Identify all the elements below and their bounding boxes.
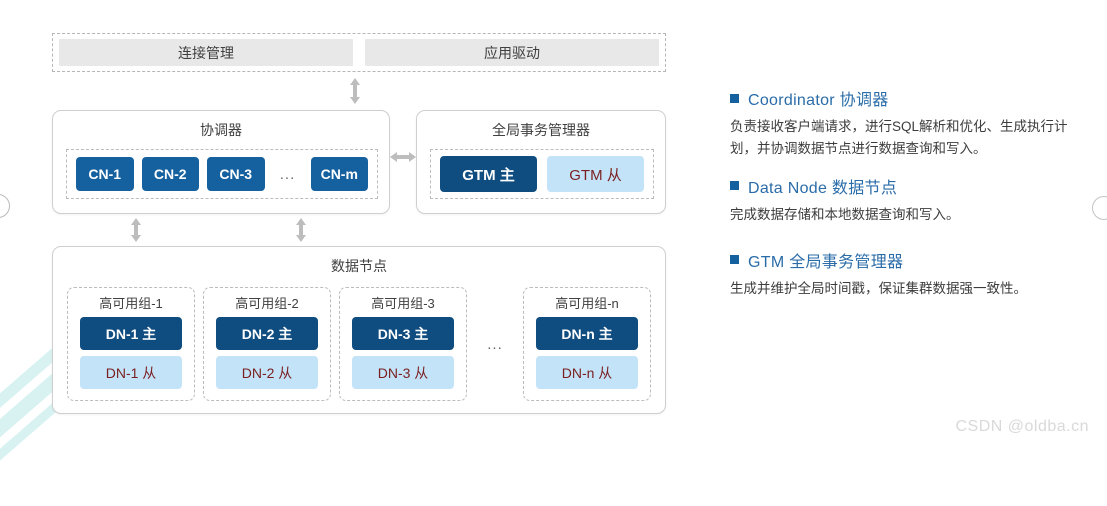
ha-group-n-label: 高可用组-n (555, 296, 619, 311)
ha-group-3-label: 高可用组-3 (371, 296, 435, 311)
ha-group-ellipsis: ... (487, 335, 503, 353)
node-dn-3-standby[interactable]: DN-3 从 (352, 356, 454, 389)
square-bullet-icon (730, 255, 739, 265)
legend-item-coordinator-title: Coordinator 协调器 (748, 92, 889, 109)
access-chip-connection-management[interactable]: 连接管理 (59, 39, 353, 66)
node-cn-1[interactable]: CN-1 (76, 157, 134, 191)
legend-item-gtm-desc: 生成并维护全局时间戳，保证集群数据强一致性。 (730, 280, 1027, 296)
ha-group-3[interactable]: 高可用组-3 DN-3 主 DN-3 从 (339, 287, 467, 401)
legend-item-gtm: GTM 全局事务管理器 生成并维护全局时间戳，保证集群数据强一致性。 (730, 248, 1070, 300)
node-gtm-primary[interactable]: GTM 主 (440, 156, 537, 192)
ha-group-n[interactable]: 高可用组-n DN-n 主 DN-n 从 (523, 287, 651, 401)
legend-item-datanode-head: Data Node 数据节点 (730, 174, 1070, 198)
coordinator-title: 协调器 (200, 122, 242, 138)
legend-item-gtm-title: GTM 全局事务管理器 (748, 253, 904, 271)
node-cn-m[interactable]: CN-m (310, 157, 368, 191)
legend-item-datanode-title: Data Node 数据节点 (748, 179, 898, 197)
legend-panel: Coordinator 协调器 负责接收客户端请求，进行SQL解析和优化、生成执… (730, 86, 1070, 313)
gtm-title: 全局事务管理器 (492, 122, 590, 138)
legend-item-datanode-desc: 完成数据存储和本地数据查询和写入。 (730, 206, 960, 222)
node-dn-2-standby[interactable]: DN-2 从 (216, 356, 318, 389)
node-dn-2-primary[interactable]: DN-2 主 (216, 317, 318, 350)
coordinator-ellipsis: ... (279, 165, 296, 183)
node-cn-3[interactable]: CN-3 (207, 157, 265, 191)
ha-group-2-label: 高可用组-2 (235, 296, 299, 311)
legend-item-datanode: Data Node 数据节点 完成数据存储和本地数据查询和写入。 (730, 174, 1070, 226)
ha-group-1-label: 高可用组-1 (99, 296, 163, 311)
legend-item-coordinator: Coordinator 协调器 负责接收客户端请求，进行SQL解析和优化、生成执… (730, 86, 1070, 160)
arrow-access-coordinator-icon (348, 78, 362, 104)
datanode-panel: 数据节点 高可用组-1 DN-1 主 DN-1 从 高可用组-2 DN-2 主 … (52, 246, 666, 414)
node-gtm-standby[interactable]: GTM 从 (547, 156, 644, 192)
datanode-title: 数据节点 (331, 258, 387, 274)
legend-item-coordinator-desc: 负责接收客户端请求，进行SQL解析和优化、生成执行计划，并协调数据节点进行数据查… (730, 119, 1068, 156)
ha-group-row: 高可用组-1 DN-1 主 DN-1 从 高可用组-2 DN-2 主 DN-2 … (67, 287, 651, 401)
node-dn-n-standby[interactable]: DN-n 从 (536, 356, 638, 389)
gtm-node-row: GTM 主 GTM 从 (430, 149, 654, 199)
coordinator-node-row: CN-1 CN-2 CN-3 ... CN-m (66, 149, 378, 199)
ha-group-2[interactable]: 高可用组-2 DN-2 主 DN-2 从 (203, 287, 331, 401)
node-dn-3-primary[interactable]: DN-3 主 (352, 317, 454, 350)
arrow-coordinator-datanode-left-icon (129, 218, 143, 242)
access-layer-container: 连接管理 应用驱动 (52, 33, 666, 72)
access-chip-application-driver[interactable]: 应用驱动 (365, 39, 659, 66)
node-dn-n-primary[interactable]: DN-n 主 (536, 317, 638, 350)
architecture-diagram: 连接管理 应用驱动 协调器 CN-1 CN-2 CN-3 ... CN-m 全局… (52, 33, 666, 414)
node-dn-1-standby[interactable]: DN-1 从 (80, 356, 182, 389)
arrow-coordinator-datanode-right-icon (294, 218, 308, 242)
legend-item-gtm-head: GTM 全局事务管理器 (730, 248, 1070, 272)
square-bullet-icon (730, 181, 739, 191)
decorative-circle-right (1092, 196, 1107, 220)
watermark: CSDN @oldba.cn (955, 418, 1089, 435)
square-bullet-icon (730, 93, 739, 103)
node-dn-1-primary[interactable]: DN-1 主 (80, 317, 182, 350)
node-cn-2[interactable]: CN-2 (141, 157, 199, 191)
coordinator-panel: 协调器 CN-1 CN-2 CN-3 ... CN-m (52, 110, 390, 214)
gtm-panel: 全局事务管理器 GTM 主 GTM 从 (416, 110, 666, 214)
legend-item-coordinator-head: Coordinator 协调器 (730, 86, 1070, 110)
arrow-coordinator-gtm-icon (390, 150, 416, 164)
ha-group-1[interactable]: 高可用组-1 DN-1 主 DN-1 从 (67, 287, 195, 401)
